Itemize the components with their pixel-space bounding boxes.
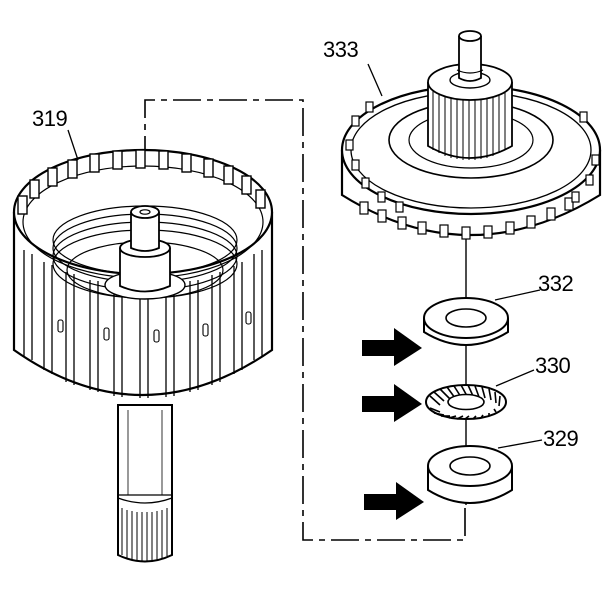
drum-wall-holes — [57, 311, 252, 343]
clutch-drum-assembly — [12, 129, 274, 563]
leader-333 — [367, 63, 383, 97]
arrow-icon — [362, 328, 422, 366]
callout-330: 330 — [535, 353, 571, 378]
thrust-bearing — [425, 369, 535, 420]
drum-serrations — [17, 149, 266, 215]
callout-332: 332 — [538, 271, 574, 296]
alignment-dash-line — [144, 99, 466, 541]
gear-assembly — [340, 30, 602, 240]
gear-lower-spline — [359, 197, 574, 240]
center-hub — [119, 205, 171, 293]
lower-washer — [427, 439, 543, 504]
arrow-icon — [364, 482, 424, 520]
drum-wall-slots — [23, 250, 263, 398]
upper-washer — [423, 289, 541, 346]
leader-319 — [67, 129, 79, 161]
callout-333: 333 — [323, 37, 359, 62]
input-shaft — [456, 30, 484, 82]
arrow-icon — [362, 384, 422, 422]
callout-329: 329 — [543, 426, 579, 451]
output-shaft — [117, 404, 173, 563]
callout-319: 319 — [32, 106, 68, 131]
flange-teeth — [345, 101, 600, 213]
